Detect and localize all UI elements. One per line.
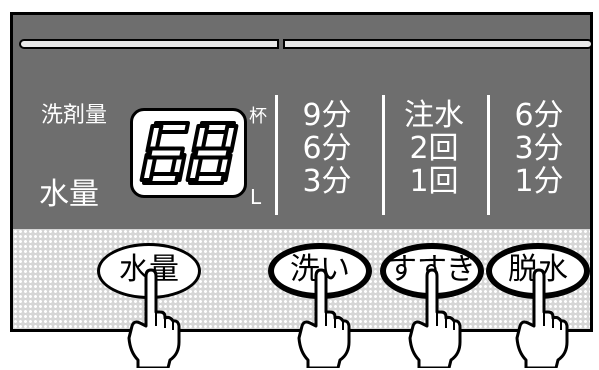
indicator-bar-left	[19, 39, 279, 49]
water-amount-label: 水量	[39, 177, 99, 212]
column-divider	[487, 95, 490, 215]
rinse-option: 1回	[409, 164, 459, 199]
column-divider	[382, 95, 385, 215]
spin-time-column: 6分 3分 1分	[489, 99, 589, 198]
column-divider	[275, 95, 278, 215]
wash-time-option: 9分	[302, 98, 352, 133]
rinse-column: 注水 2回 1回	[384, 99, 484, 198]
rinse-option: 注水	[404, 98, 464, 133]
cup-unit-label: 杯	[249, 106, 267, 127]
liter-unit-label: L	[250, 185, 262, 209]
wash-time-option: 6分	[302, 131, 352, 166]
wash-time-column: 9分 6分 3分	[277, 99, 377, 198]
seven-segment-display	[130, 108, 247, 198]
display-segment	[147, 146, 185, 160]
pointing-hand-icon	[127, 268, 181, 368]
spin-time-option: 3分	[514, 131, 564, 166]
rinse-option: 2回	[409, 131, 459, 166]
spin-time-option: 6分	[514, 98, 564, 133]
spin-time-option: 1分	[514, 164, 564, 199]
pointing-hand-icon	[408, 268, 462, 368]
indicator-bar-right	[283, 39, 593, 49]
display-segment	[220, 124, 239, 153]
detergent-amount-label: 洗剤量	[41, 103, 108, 128]
pointing-hand-icon	[297, 268, 351, 368]
display-digits	[139, 121, 239, 185]
display-segment	[193, 146, 231, 160]
wash-time-option: 3分	[302, 164, 352, 199]
pointing-hand-icon	[515, 268, 569, 368]
